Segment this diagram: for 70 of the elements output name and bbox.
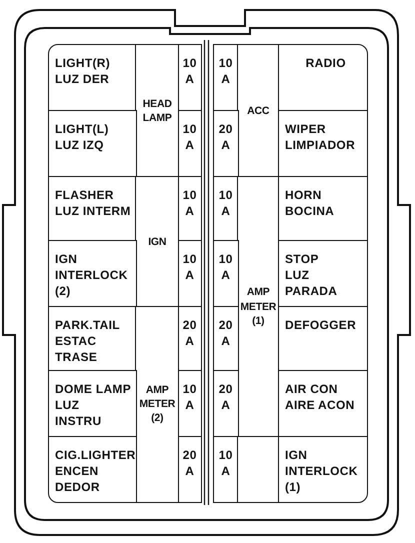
- circuit-group-name: HEAD LAMP: [142, 96, 172, 125]
- fuse-amperage: 20 A: [218, 317, 233, 350]
- circuit-name: BOCINA: [285, 203, 334, 220]
- fuse-amperage: 10 A: [182, 187, 197, 220]
- circuit-name: HORN: [285, 187, 322, 204]
- fuse-rating-cell: [178, 306, 202, 372]
- circuit-name: WIPER: [285, 121, 326, 138]
- fuse-amperage: 20 A: [218, 121, 233, 154]
- circuit-group-name: IGN: [148, 234, 166, 249]
- circuit-name: LUZ INSTRU: [55, 397, 102, 430]
- circuit-name: ESTAC TRASE: [55, 333, 98, 366]
- circuit-label-cell: [48, 176, 136, 242]
- circuit-name: DEFOGGER: [285, 317, 356, 334]
- circuit-label-cell: [278, 240, 368, 308]
- fuse-rating-cell: [178, 370, 202, 438]
- fuse-amperage: 10 A: [182, 251, 197, 284]
- circuit-name: LIGHT(R): [55, 55, 110, 72]
- circuit-name: ENCEN DEDOR: [55, 463, 100, 496]
- circuit-name: LIMPIADOR: [285, 137, 356, 154]
- fuse-rating-cell: [178, 176, 202, 242]
- fuse-rating-cell: [178, 436, 202, 502]
- circuit-name: CIG.LIGHTER: [55, 447, 136, 464]
- fuse-amperage: 10 A: [218, 187, 233, 220]
- fuse-rating-cell: [213, 306, 238, 372]
- fuse-rating-cell: [178, 240, 202, 308]
- circuit-name: DOME LAMP: [55, 381, 132, 398]
- circuit-name: LUZ INTERM: [55, 203, 131, 220]
- fuse-rating-cell: [213, 436, 238, 502]
- fuse-rating-cell: [213, 240, 238, 308]
- circuit-name: IGN INTERLOCK (1): [285, 447, 358, 496]
- circuit-name: AIRE ACON: [285, 397, 355, 414]
- fuse-amperage: 10 A: [218, 55, 233, 88]
- fuse-rating-cell: [213, 370, 238, 438]
- fuse-amperage: 10 A: [182, 121, 197, 154]
- circuit-label-cell: [278, 176, 368, 242]
- circuit-label-cell: [278, 44, 368, 112]
- fuse-rating-cell: [178, 44, 202, 112]
- circuit-label-cell: [48, 44, 136, 112]
- circuit-name: IGN INTERLOCK (2): [55, 251, 128, 300]
- circuit-label-cell: [278, 436, 368, 502]
- circuit-name: LUZ IZQ: [55, 137, 104, 154]
- circuit-name: RADIO: [306, 55, 346, 72]
- fuse-rating-cell: [178, 110, 202, 178]
- fuse-amperage: 10 A: [182, 55, 197, 88]
- circuit-name: LUZ DER: [55, 71, 110, 88]
- circuit-label-cell: [48, 436, 136, 502]
- fuse-amperage: 20 A: [182, 447, 197, 480]
- fuse-amperage: 20 A: [182, 317, 197, 350]
- fuse-amperage: 10 A: [182, 381, 197, 414]
- circuit-name: FLASHER: [55, 187, 114, 204]
- circuit-group-cell: [135, 306, 180, 502]
- circuit-label-cell: [278, 110, 368, 178]
- circuit-name: LUZ PARADA: [285, 267, 338, 300]
- circuit-label-cell: [48, 306, 136, 372]
- circuit-group-name: AMP METER (1): [240, 285, 276, 328]
- circuit-name: STOP: [285, 251, 319, 268]
- circuit-group-name: ACC: [247, 104, 270, 118]
- fuse-rating-cell: [213, 110, 238, 178]
- circuit-label-cell: [48, 240, 136, 308]
- fuse-amperage: 10 A: [218, 447, 233, 480]
- fuse-amperage: 10 A: [218, 251, 233, 284]
- circuit-label-cell: [278, 370, 368, 438]
- circuit-name: PARK.TAIL: [55, 317, 120, 334]
- circuit-label-cell: [278, 306, 368, 372]
- circuit-name: AIR CON: [285, 381, 338, 398]
- circuit-group-name: AMP METER (2): [139, 382, 176, 426]
- circuit-label-cell: [48, 110, 136, 178]
- fuse-amperage: 20 A: [218, 381, 233, 414]
- circuit-name: LIGHT(L): [55, 121, 109, 138]
- circuit-label-cell: [48, 370, 136, 438]
